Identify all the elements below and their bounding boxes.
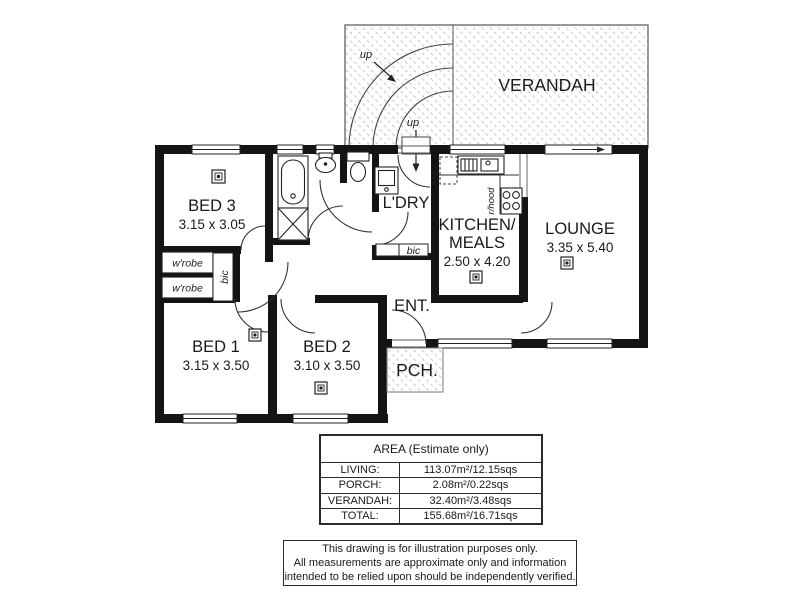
hall-cupboard-label: bic bbox=[219, 270, 231, 284]
kitchen-window bbox=[449, 144, 506, 155]
door-arcs bbox=[234, 154, 553, 345]
area-row-label: TOTAL: bbox=[321, 508, 400, 523]
rangehood-label: r/hood bbox=[486, 187, 497, 215]
porch-label: PCH. bbox=[396, 360, 438, 380]
bathroom-door-arc bbox=[307, 205, 344, 242]
entry-south-window bbox=[437, 338, 513, 349]
wc-door-arc bbox=[319, 179, 373, 233]
bed3-light-icon bbox=[211, 169, 226, 184]
bed1-label: BED 1 bbox=[192, 338, 240, 356]
wardrobe-bottom: w'robe bbox=[161, 276, 214, 299]
laundry-label: L'DRY bbox=[383, 194, 430, 212]
lounge-door-arc bbox=[520, 301, 553, 334]
bath-window bbox=[276, 144, 304, 155]
area-table: AREA (Estimate only) LIVING: 113.07m²/12… bbox=[319, 434, 543, 525]
kitchen-dims: 2.50 x 4.20 bbox=[444, 254, 511, 269]
entry-cupboard: bic bbox=[375, 243, 429, 257]
hall-door-arc bbox=[237, 261, 289, 313]
area-row-value: 113.07m²/12.15sqs bbox=[423, 464, 518, 477]
up-arrow-steps-icon bbox=[373, 61, 396, 82]
fridge-space-icon bbox=[439, 156, 458, 185]
basin-icon bbox=[314, 152, 337, 174]
area-row-label: PORCH: bbox=[321, 478, 400, 493]
lounge-south-window bbox=[546, 338, 613, 349]
bed2-light-icon bbox=[314, 381, 328, 395]
bed3-door-arc bbox=[240, 225, 266, 251]
bed2-door-arc bbox=[280, 298, 316, 334]
area-row-value: 155.68m²/16.71sqs bbox=[423, 509, 518, 522]
lounge-north-window bbox=[544, 144, 613, 155]
table-row: TOTAL: 155.68m²/16.71sqs bbox=[321, 508, 541, 523]
area-row-label: LIVING: bbox=[321, 463, 400, 478]
lounge-dims: 3.35 x 5.40 bbox=[547, 240, 614, 255]
stove-icon bbox=[500, 187, 523, 215]
verandah-area: up up VERANDAH bbox=[344, 24, 649, 172]
wardrobe-bottom-label: w'robe bbox=[172, 283, 203, 295]
up-label-steps: up bbox=[360, 49, 372, 61]
slider-arrow-icon bbox=[597, 146, 605, 153]
table-row: LIVING: 113.07m²/12.15sqs bbox=[321, 463, 541, 479]
up-label-door: up bbox=[407, 117, 419, 129]
windows bbox=[182, 144, 613, 424]
bed1-window bbox=[182, 413, 238, 424]
verandah-label: VERANDAH bbox=[498, 75, 595, 95]
bath-icon bbox=[277, 155, 309, 209]
shower-icon bbox=[277, 207, 309, 241]
kitchen-label-1: KITCHEN/ bbox=[438, 216, 515, 234]
area-row-label: VERANDAH: bbox=[321, 493, 400, 508]
sink-icon bbox=[457, 155, 505, 175]
door-step bbox=[401, 136, 431, 155]
lounge-light-icon bbox=[560, 256, 574, 270]
bed3-label: BED 3 bbox=[188, 197, 236, 215]
table-row: PORCH: 2.08m²/0.22sqs bbox=[321, 478, 541, 494]
laundry-trough-icon bbox=[374, 166, 399, 195]
bed2-dims: 3.10 x 3.50 bbox=[294, 358, 361, 373]
hall-cupboard: bic bbox=[212, 252, 234, 302]
toilet-icon bbox=[346, 151, 370, 183]
bed1-dims: 3.15 x 3.50 bbox=[183, 358, 250, 373]
wardrobe-top: w'robe bbox=[161, 251, 214, 274]
area-row-value: 32.40m²/3.48sqs bbox=[429, 494, 512, 507]
disclaimer-box: This drawing is for illustration purpose… bbox=[283, 540, 577, 586]
laundry-hall-door-arc bbox=[374, 211, 409, 246]
exterior-walls bbox=[155, 145, 648, 423]
bed2-label: BED 2 bbox=[303, 338, 351, 356]
bed3-dims: 3.15 x 3.05 bbox=[179, 217, 246, 232]
light-icons bbox=[211, 169, 574, 395]
bed3-window bbox=[191, 144, 241, 155]
verandah-steps bbox=[348, 43, 454, 149]
table-row: VERANDAH: 32.40m²/3.48sqs bbox=[321, 493, 541, 509]
kitchen-light-icon bbox=[469, 270, 483, 284]
disclaimer-line: This drawing is for illustration purpose… bbox=[322, 543, 538, 555]
lounge-label: LOUNGE bbox=[545, 220, 615, 238]
entry-cupboard-label: bic bbox=[407, 245, 421, 257]
bed2-window bbox=[292, 413, 349, 424]
door-openings bbox=[392, 145, 528, 348]
porch-area: PCH. bbox=[386, 347, 444, 393]
bed1-light-icon bbox=[248, 328, 262, 342]
front-door-arc bbox=[391, 309, 427, 345]
area-row-value: 2.08m²/0.22sqs bbox=[432, 479, 509, 492]
kitchen-label-2: MEALS bbox=[449, 234, 505, 252]
bed1-door-arc bbox=[234, 298, 269, 333]
room-labels: BED 3 3.15 x 3.05 L'DRY KITCHEN/ MEALS 2… bbox=[179, 194, 615, 373]
area-table-title: AREA (Estimate only) bbox=[321, 436, 541, 463]
entry-label: ENT. bbox=[394, 297, 430, 315]
wardrobe-top-label: w'robe bbox=[172, 258, 203, 270]
disclaimer-line: intended to be relied upon should be ind… bbox=[284, 571, 576, 583]
disclaimer-line: All measurements are approximate only an… bbox=[293, 557, 567, 569]
laundry-external-door-arc bbox=[397, 154, 431, 188]
